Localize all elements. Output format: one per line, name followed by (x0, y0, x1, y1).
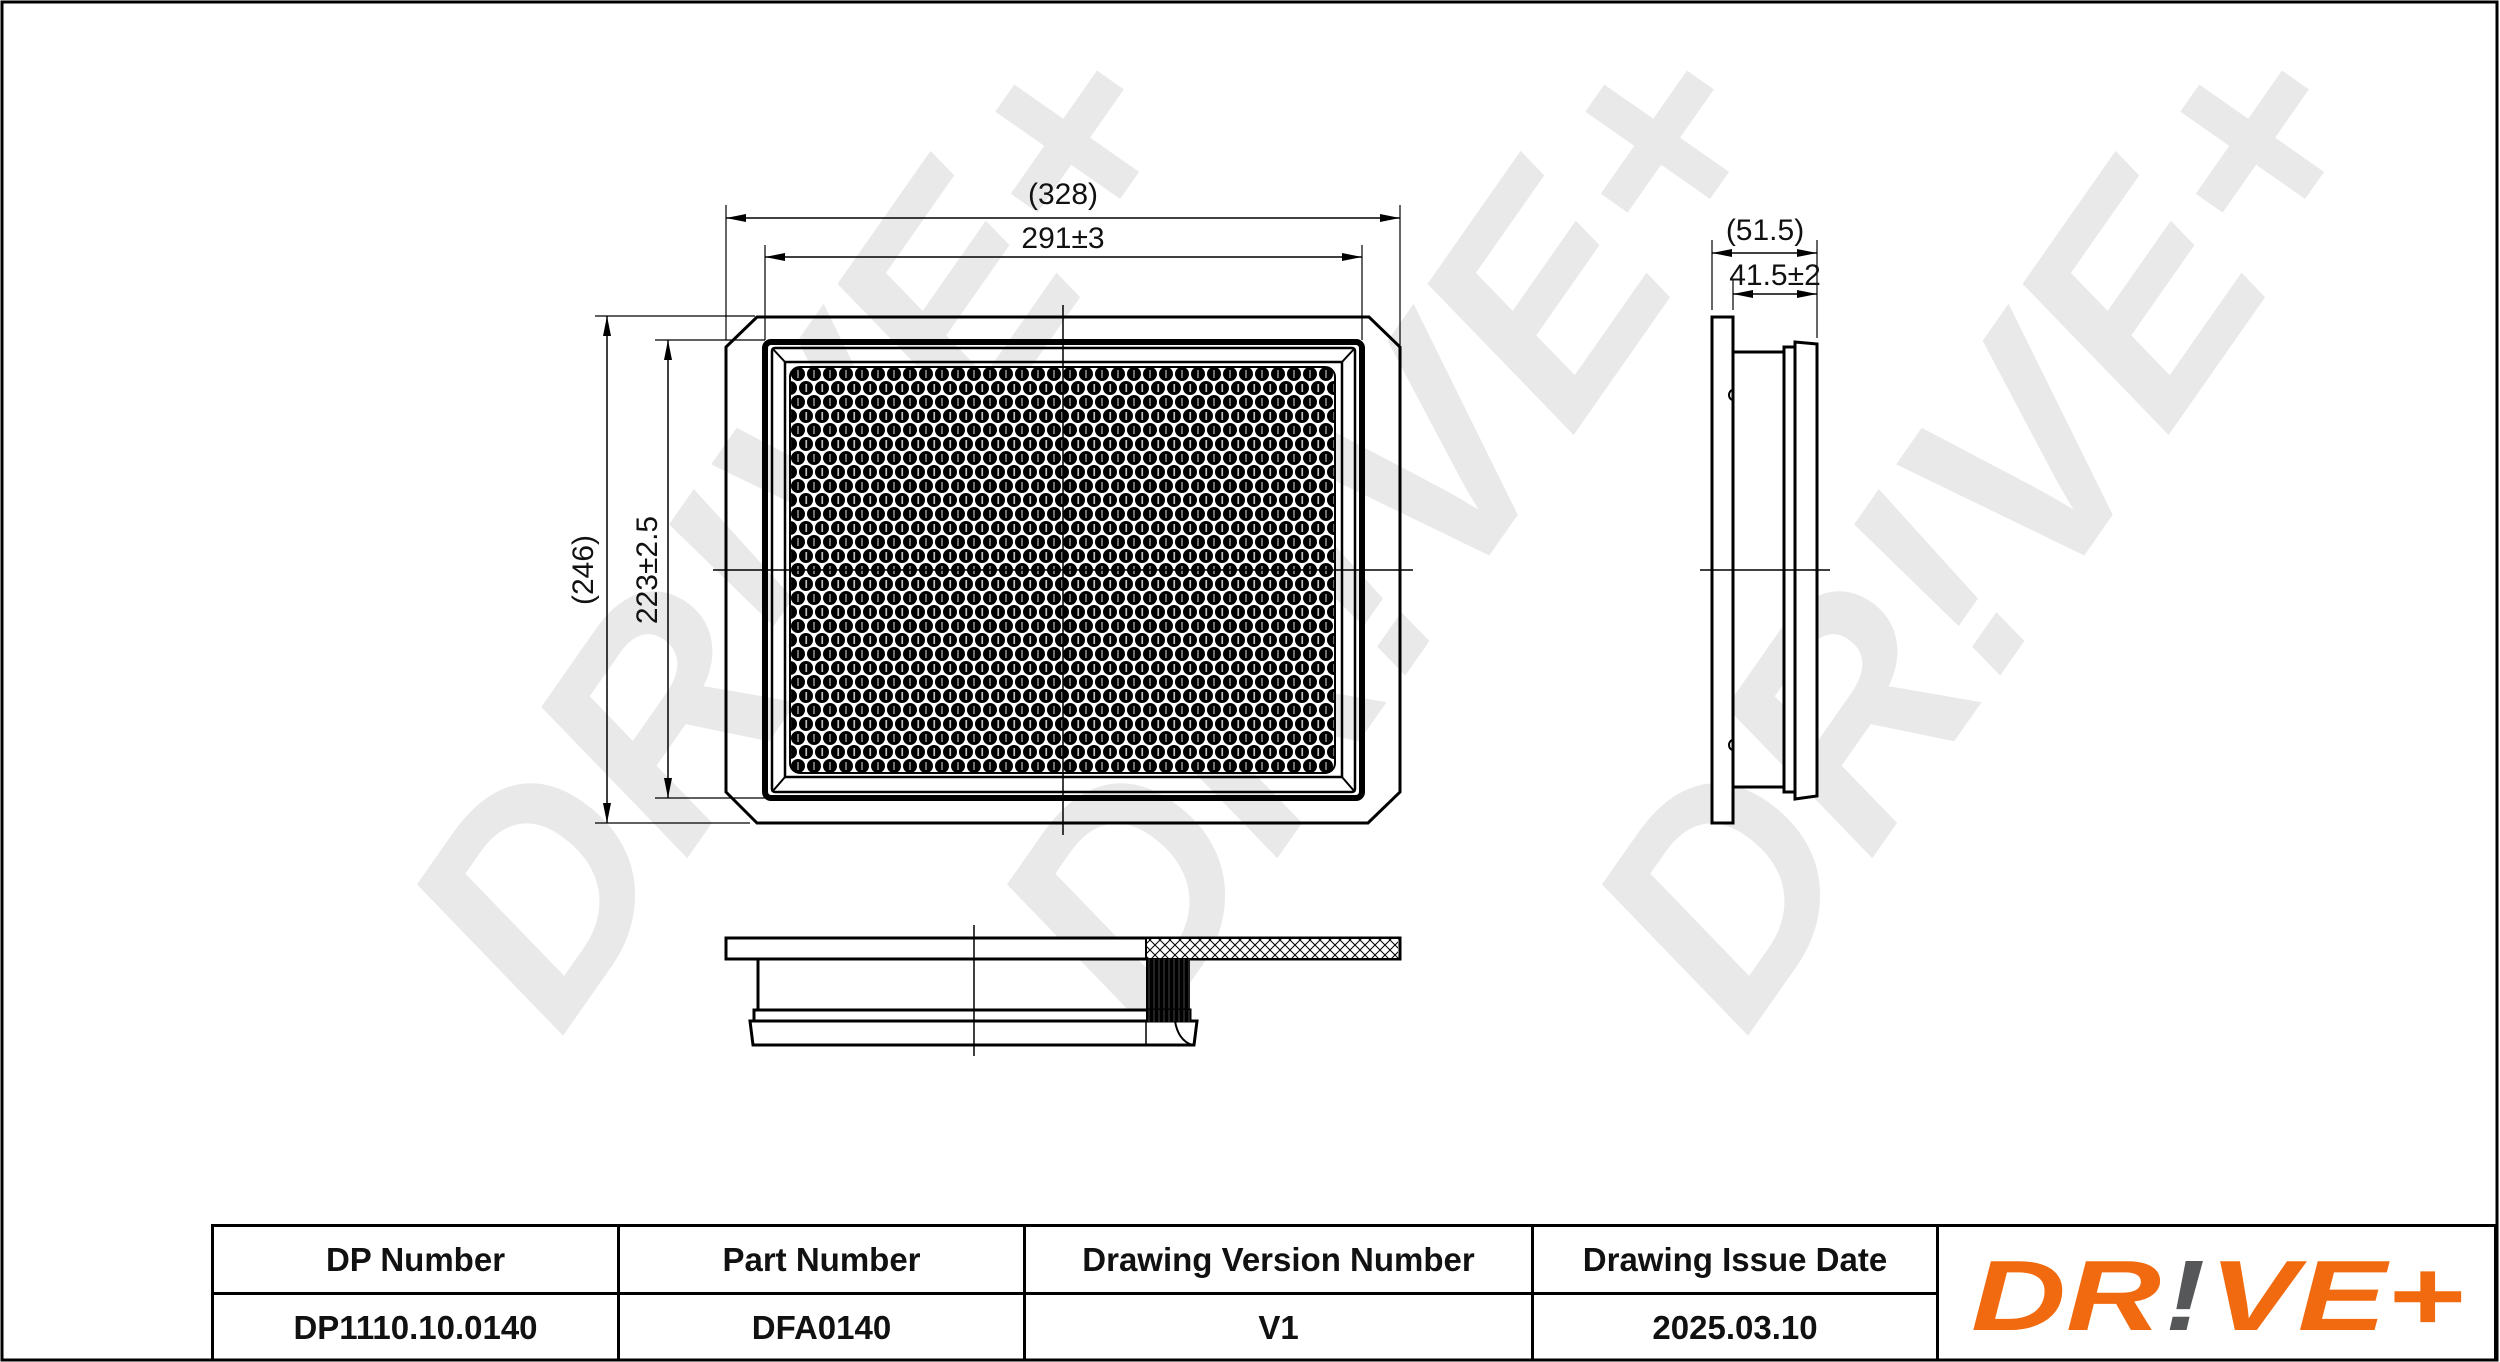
value-issue-date: 2025.03.10 (1531, 1292, 1936, 1360)
dim-label-overall-depth: (51.5) (1726, 214, 1804, 247)
title-block-right-border (2494, 1224, 2497, 1360)
brand-logo: DR ! VE+ (1971, 1254, 2464, 1334)
brand-logo-cell: DR ! VE+ (1936, 1224, 2498, 1360)
bottom-step (752, 1008, 1192, 1023)
logo-text-dr: DR (1971, 1254, 2161, 1334)
bottom-view (724, 925, 1402, 1056)
value-dp-number: DP1110.10.0140 (211, 1292, 617, 1360)
value-part-number: DFA0140 (617, 1292, 1023, 1360)
dim-label-overall-width: (328) (1028, 178, 1098, 211)
header-drawing-version: Drawing Version Number (1023, 1224, 1531, 1292)
front-view: (328) 291±3 (246) 223±2.5 (567, 178, 1413, 835)
dim-label-overall-height: (246) (567, 535, 600, 605)
title-block: DP Number Part Number Drawing Version Nu… (211, 1224, 2498, 1360)
side-view: (51.5) 41.5±2 (1700, 214, 1830, 825)
value-drawing-version: V1 (1023, 1292, 1531, 1360)
dim-label-body-depth: 41.5±2 (1729, 259, 1821, 292)
header-issue-date: Drawing Issue Date (1531, 1224, 1936, 1292)
logo-text-ve-plus: VE+ (2209, 1254, 2464, 1334)
dim-label-media-height: 223±2.5 (631, 516, 664, 624)
bottom-hatch-section (1146, 939, 1398, 958)
dim-label-media-width: 291±3 (1021, 222, 1104, 255)
header-dp-number: DP Number (211, 1224, 617, 1292)
header-part-number: Part Number (617, 1224, 1023, 1292)
logo-text-mark: ! (2165, 1254, 2205, 1334)
outer-frame (724, 315, 1402, 825)
